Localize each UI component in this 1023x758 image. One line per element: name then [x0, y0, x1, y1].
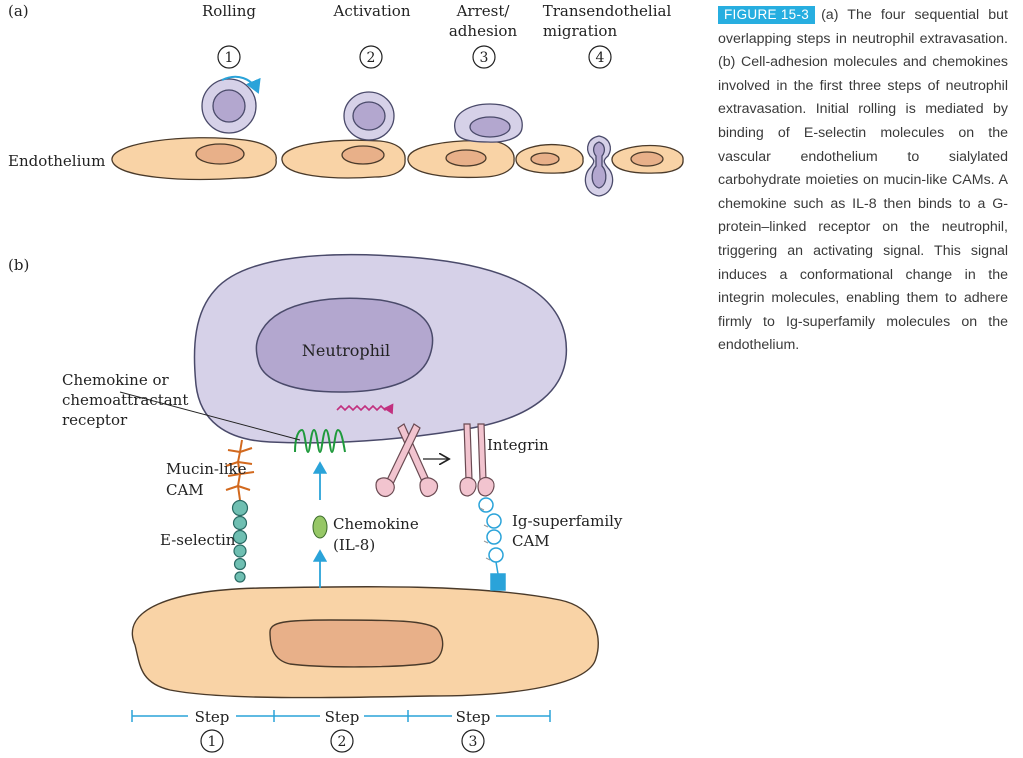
svg-text:2: 2	[367, 50, 376, 66]
neutrophil-large	[193, 253, 568, 444]
endothelial-cell-large	[131, 585, 599, 699]
step-title-arrest: Arrest/	[456, 2, 511, 20]
receptor-label-line3: receptor	[62, 411, 128, 429]
integrin-active	[459, 423, 495, 497]
e-selectin	[231, 499, 249, 583]
svg-text:3: 3	[480, 50, 489, 66]
bottom-step-2-word: Step	[325, 708, 360, 726]
mucin-label-line2: CAM	[166, 481, 204, 499]
chemokine-molecule	[312, 515, 328, 539]
neutrophil-migrating	[584, 135, 614, 197]
step-scale	[131, 710, 551, 722]
ig-superfamily-cam	[478, 497, 506, 591]
step-title-adhesion: adhesion	[449, 22, 518, 40]
bottom-step-1-word: Step	[195, 708, 230, 726]
receptor-label-line2: chemoattractant	[62, 391, 188, 409]
mucin-label-line1: Mucin-like	[166, 460, 247, 478]
igsf-label-line1: Ig-superfamily	[512, 512, 623, 530]
svg-text:1: 1	[225, 50, 234, 66]
figure-tag: FIGURE 15-3	[718, 6, 816, 24]
panel-a-label: (a)	[8, 2, 29, 20]
receptor-label-line1: Chemokine or	[62, 371, 169, 389]
activation-signal-arrow	[336, 403, 394, 415]
endothelium-label: Endothelium	[8, 152, 105, 170]
step-number-2: 2	[359, 45, 383, 69]
figure-caption: FIGURE 15-3(a) The four sequential but o…	[718, 4, 1008, 358]
svg-text:1: 1	[208, 734, 217, 750]
svg-text:3: 3	[469, 734, 478, 750]
bottom-step-2-number: 2	[330, 729, 354, 753]
bottom-step-3-number: 3	[461, 729, 485, 753]
integrin-inactive	[375, 423, 439, 498]
bottom-step-3-word: Step	[456, 708, 491, 726]
neutrophil-adhesion	[454, 103, 523, 143]
bottom-step-1-number: 1	[200, 729, 224, 753]
eselectin-label: E-selectin	[160, 531, 236, 549]
panel-b-label: (b)	[8, 256, 29, 274]
chemokine-receptor	[294, 428, 346, 454]
neutrophil-activation	[343, 91, 395, 141]
neutrophil-rolling	[201, 78, 257, 134]
chemokine-label-line1: Chemokine	[333, 515, 419, 533]
endothelium-cells	[111, 137, 684, 181]
mucin-like-cam	[225, 439, 255, 501]
step-number-4: 4	[588, 45, 612, 69]
chemokine-label-line2: (IL-8)	[333, 536, 375, 554]
step-title-migration: migration	[543, 22, 618, 40]
svg-text:4: 4	[596, 50, 605, 66]
step-title-activation: Activation	[333, 2, 411, 20]
step-number-1: 1	[217, 45, 241, 69]
step-number-3: 3	[472, 45, 496, 69]
caption-text: (a) The four sequential but overlapping …	[718, 7, 1008, 354]
step-title-transendothelial: Transendothelial	[543, 2, 672, 20]
receptor-leader-line	[119, 391, 301, 441]
neutrophil-label: Neutrophil	[302, 341, 390, 360]
step-title-rolling: Rolling	[202, 2, 256, 20]
svg-text:2: 2	[338, 734, 347, 750]
rolling-arrow	[221, 75, 261, 94]
integrin-label: Integrin	[487, 436, 549, 454]
igsf-label-line2: CAM	[512, 532, 550, 550]
